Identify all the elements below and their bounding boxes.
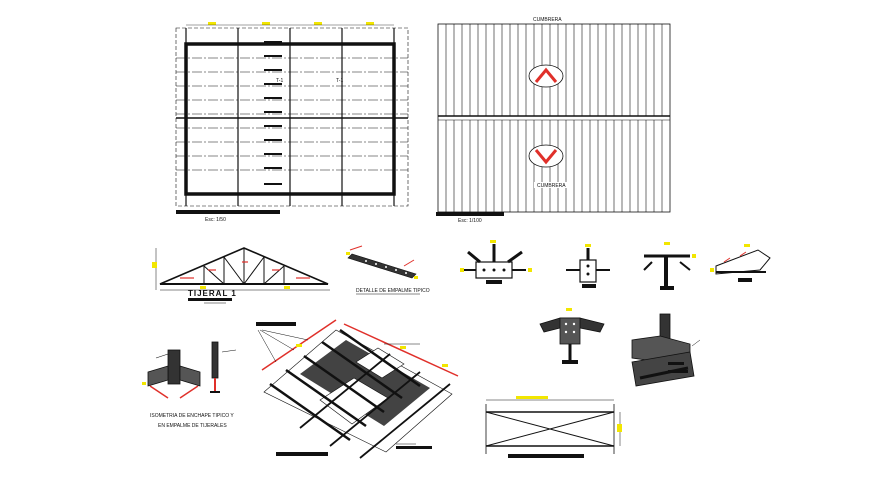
- isometric-splice: ISOMETRIA DE ENCHAPE TIPICO Y EN EMPALME…: [142, 341, 237, 429]
- iso-caption-line1: ISOMETRIA DE ENCHAPE TIPICO Y: [150, 413, 234, 419]
- joint-detail-5: [539, 308, 605, 364]
- sheeting-scale-label: Esc: 1/100: [458, 218, 482, 224]
- roof-isometric: [256, 319, 459, 459]
- truss-title: TIJERAL 1: [188, 289, 237, 298]
- truss-elevation: TIJERAL 1: [152, 247, 330, 304]
- joint-detail-1: [460, 240, 532, 284]
- ridge-label-bottom: CUMBRERA: [537, 183, 566, 189]
- joint-detail-2: [566, 244, 610, 288]
- truss-tag-2: T-1: [336, 78, 343, 84]
- joint-detail-3: [643, 242, 696, 290]
- roof-sheeting-plan: CUMBRERA CUMBRERA Esc: 1/100: [436, 16, 671, 224]
- joint-detail-6: [631, 313, 701, 387]
- ridge-label-top: CUMBRERA: [533, 17, 562, 23]
- splice-title: DETALLE DE EMPALME TIPICO: [356, 288, 430, 294]
- splice-detail: DETALLE DE EMPALME TIPICO: [346, 245, 430, 295]
- framing-scale-label: Esc: 1/50: [205, 217, 226, 223]
- truss-tag: T-1: [276, 78, 283, 84]
- iso-caption-line2: EN EMPALME DE TIJERALES: [158, 423, 227, 429]
- joint-detail-4: [710, 244, 771, 282]
- x-bracing: [485, 396, 622, 458]
- roof-framing-plan: T-1 T-1 Esc: 1/50: [175, 22, 409, 223]
